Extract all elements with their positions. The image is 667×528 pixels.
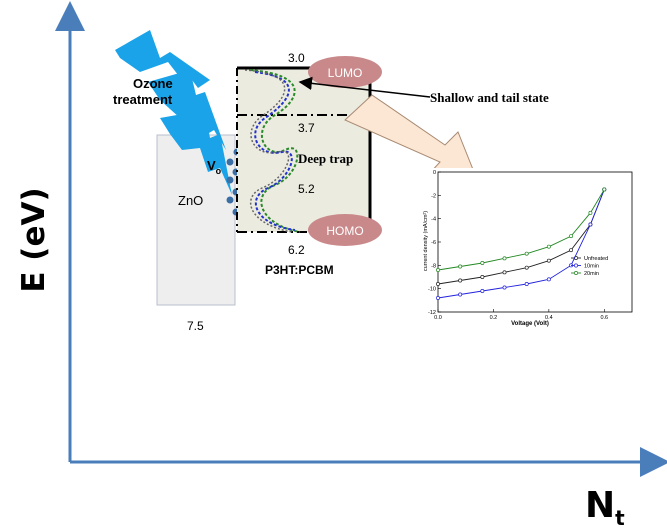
- zno-label: ZnO: [178, 193, 203, 208]
- inset-series-point: [480, 289, 485, 293]
- ozone-label-line2: treatment: [113, 92, 173, 107]
- inset-series-point: [436, 282, 440, 286]
- inset-series-point: [480, 275, 485, 279]
- inset-series-point: [588, 222, 593, 227]
- inset-series-point: [502, 256, 507, 261]
- inset-x-tick-label: 0.4: [545, 315, 553, 321]
- inset-series-point: [524, 282, 529, 286]
- inset-series-point: [546, 258, 551, 263]
- inset-x-axis-label: Voltage (Volt): [511, 321, 549, 327]
- blend-level-top: 3.0: [288, 51, 305, 65]
- inset-legend-label: 10min: [584, 264, 599, 270]
- inset-legend-marker: [574, 271, 578, 275]
- lumo-ellipse: [308, 56, 382, 88]
- inset-series-point: [480, 261, 485, 265]
- inset-y-tick-label: -10: [428, 287, 436, 293]
- dos-curve-gray: [244, 69, 293, 233]
- inset-x-tick-label: 0.0: [434, 315, 442, 321]
- vacancy-label: Vo: [207, 158, 222, 176]
- ozone-bolt-top: [115, 30, 210, 88]
- y-axis-label: E (eV): [16, 187, 52, 292]
- inset-series-point: [546, 277, 551, 282]
- dos-curve-blue: [254, 71, 296, 231]
- inset-series-point: [602, 187, 607, 192]
- inset-y-tick-label: -4: [431, 217, 436, 223]
- inset-series-point: [458, 292, 463, 297]
- blend-level-mid-upper: 3.7: [298, 121, 315, 135]
- shallow-state-label: Shallow and tail state: [430, 90, 549, 105]
- inset-series-point: [502, 285, 507, 290]
- deep-trap-label: Deep trap: [298, 151, 353, 166]
- inset-y-tick-label: -12: [428, 310, 436, 316]
- shallow-state-arrow: [298, 76, 431, 98]
- homo-label: HOMO: [326, 224, 363, 238]
- inset-series-point: [569, 234, 573, 239]
- inset-series-point: [546, 244, 551, 249]
- inset-pointer-arrow: [344, 94, 479, 183]
- inset-series-point: [524, 265, 529, 270]
- inset-series-point: [436, 296, 440, 300]
- inset-x-tick-label: 0.2: [490, 315, 498, 321]
- inset-y-tick-label: -6: [431, 240, 436, 246]
- x-axis-label: Nt: [585, 485, 625, 528]
- blend-label: P3HT:PCBM: [265, 263, 334, 277]
- inset-legend-label: Unfreated: [584, 256, 608, 262]
- inset-legend-label: 20min: [584, 271, 599, 277]
- inset-series-point: [502, 270, 507, 275]
- inset-series-point: [588, 210, 593, 215]
- ozone-bolt-bottom: [160, 110, 232, 195]
- inset-chart: 0.0 0.2 0.4 0.6 0 -2 -4 -6 -8 -10 -12 Unfreated 10mi…: [418, 168, 640, 327]
- inset-series-point: [524, 251, 529, 256]
- inset-y-tick-label: -8: [431, 263, 436, 269]
- blend-box: [237, 68, 369, 232]
- inset-series-point: [458, 278, 463, 283]
- inset-y-tick-label: 0: [433, 170, 436, 176]
- inset-y-tick-label: -2: [431, 193, 436, 199]
- homo-ellipse: [308, 214, 382, 246]
- inset-y-axis-label: current density (mA/cm²): [423, 211, 429, 271]
- inset-series-point: [436, 268, 440, 272]
- blend-level-bottom: 6.2: [288, 243, 305, 257]
- ozone-label-line1: Ozone: [133, 76, 173, 91]
- inset-x-tick-label: 0.6: [600, 315, 608, 321]
- zno-bottom-level: 7.5: [187, 319, 204, 333]
- inset-plot-area: 0.0 0.2 0.4 0.6 0 -2 -4 -6 -8 -10 -12 Unfreated 10mi…: [428, 170, 633, 321]
- blend-level-mid-lower: 5.2: [298, 182, 315, 196]
- inset-legend-marker: [574, 263, 578, 268]
- inset-series-point: [458, 264, 463, 269]
- inset-series-point: [569, 248, 573, 253]
- lumo-label: LUMO: [328, 66, 363, 80]
